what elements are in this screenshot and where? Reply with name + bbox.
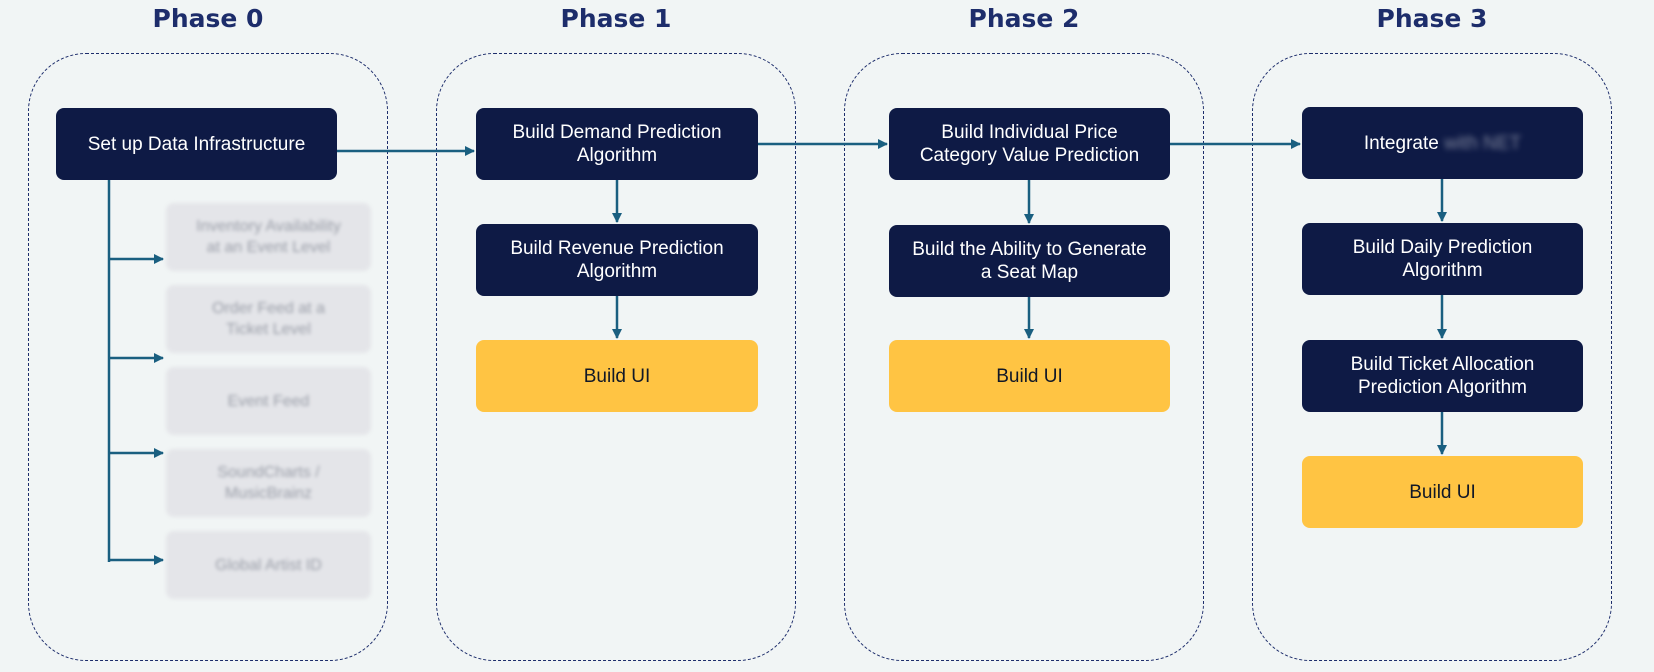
phase-2-title: Phase 2 bbox=[968, 4, 1080, 33]
build-ticket-allocation-node: Build Ticket Allocation Prediction Algor… bbox=[1302, 340, 1583, 412]
build-demand-prediction-node: Build Demand Prediction Algorithm bbox=[476, 108, 758, 180]
data-source-node: Event Feed bbox=[166, 367, 371, 435]
phase-2-container bbox=[844, 53, 1204, 661]
data-source-node: Order Feed at a Ticket Level bbox=[166, 285, 371, 353]
phase-0-container bbox=[28, 53, 388, 661]
build-ui-node: Build UI bbox=[1302, 456, 1583, 528]
build-ui-node: Build UI bbox=[476, 340, 758, 412]
build-ui-node: Build UI bbox=[889, 340, 1170, 412]
data-source-node: Global Artist ID bbox=[166, 531, 371, 599]
build-price-category-prediction-node: Build Individual Price Category Value Pr… bbox=[889, 108, 1170, 180]
build-seat-map-node: Build the Ability to Generate a Seat Map bbox=[889, 225, 1170, 297]
phase-0-title: Phase 0 bbox=[152, 4, 264, 33]
integrate-redacted-text: with NET bbox=[1444, 132, 1522, 154]
data-source-node: SoundCharts / MusicBrainz bbox=[166, 449, 371, 517]
setup-data-infrastructure-node: Set up Data Infrastructure bbox=[56, 108, 337, 180]
phase-1-container bbox=[436, 53, 796, 661]
phase-3-container bbox=[1252, 53, 1612, 661]
integrate-label: Integrate bbox=[1363, 132, 1439, 154]
integrate-node: Integrate with NET bbox=[1302, 107, 1583, 179]
build-revenue-prediction-node: Build Revenue Prediction Algorithm bbox=[476, 224, 758, 296]
build-daily-prediction-node: Build Daily Prediction Algorithm bbox=[1302, 223, 1583, 295]
phase-3-title: Phase 3 bbox=[1376, 4, 1488, 33]
phase-1-title: Phase 1 bbox=[560, 4, 672, 33]
data-source-node: Inventory Availability at an Event Level bbox=[166, 203, 371, 271]
